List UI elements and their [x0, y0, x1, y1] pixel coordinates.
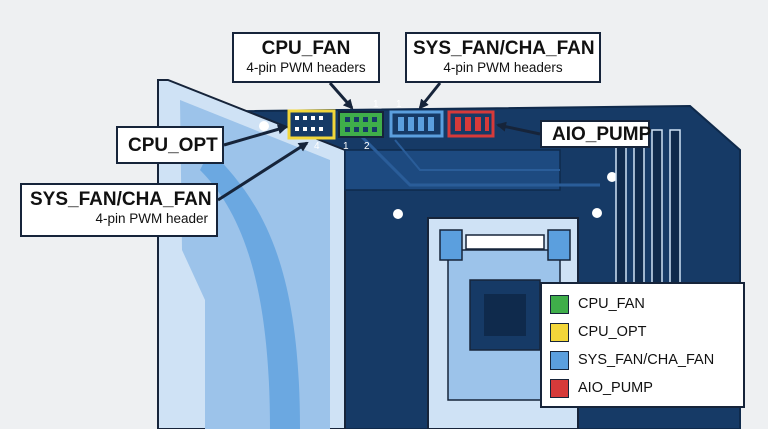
callout-sys-fan-left: SYS_FAN/CHA_FAN 4-pin PWM header [20, 183, 218, 237]
legend-label-cpu-opt: CPU_OPT [578, 324, 647, 340]
callout-cpu-fan: CPU_FAN 4-pin PWM headers [232, 32, 380, 83]
leader-arrows [217, 82, 541, 202]
legend-label-sys-fan: SYS_FAN/CHA_FAN [578, 352, 715, 368]
aio-pump-header [447, 110, 495, 138]
board-trace-2 [394, 139, 560, 171]
legend-item-sys-fan: SYS_FAN/CHA_FAN [550, 346, 735, 374]
pin-label-2-cpu-fan: 2 [364, 141, 370, 152]
callout-cpu-fan-title: CPU_FAN [261, 38, 351, 59]
callout-sys-fan-left-subtitle: 4-pin PWM header [95, 211, 208, 226]
arrow-cpu-fan [328, 82, 354, 110]
callout-cpu-opt: CPU_OPT [116, 126, 224, 164]
sys-fan-header [389, 110, 444, 138]
callout-aio-pump-title: AIO_PUMP [552, 124, 652, 145]
arrow-cpu-opt [223, 124, 288, 147]
legend-swatch-sys-fan [550, 350, 569, 370]
callout-sys-fan-top-subtitle: 4-pin PWM headers [443, 60, 563, 75]
legend: CPU_FAN CPU_OPT SYS_FAN/CHA_FAN AIO_PUMP [540, 282, 745, 408]
mount-hole-1 [259, 121, 269, 131]
pin-label-1-sys-fan-b: 1 [396, 99, 402, 110]
arrow-sys-fan-top [418, 82, 442, 110]
legend-swatch-cpu-opt [550, 322, 569, 342]
callout-sys-fan-left-title: SYS_FAN/CHA_FAN [30, 189, 212, 210]
cpu-fan-header [338, 111, 384, 138]
arrow-sys-fan-left [217, 141, 309, 202]
board-trace-1 [358, 133, 600, 187]
legend-swatch-aio-pump [550, 378, 569, 398]
mount-hole-4 [607, 172, 617, 182]
legend-label-cpu-fan: CPU_FAN [578, 296, 645, 312]
callout-cpu-fan-subtitle: 4-pin PWM headers [246, 60, 366, 75]
legend-swatch-cpu-fan [550, 294, 569, 314]
cpu-socket [427, 217, 579, 429]
arrow-aio-pump [496, 121, 541, 136]
legend-label-aio-pump: AIO_PUMP [578, 380, 653, 396]
mount-hole-3 [592, 208, 602, 218]
callout-aio-pump: AIO_PUMP [540, 120, 652, 148]
mount-hole-2 [393, 209, 403, 219]
cpu-opt-header [287, 109, 336, 140]
legend-item-cpu-fan: CPU_FAN [550, 290, 735, 318]
pin-label-4: 4 [314, 141, 320, 152]
callout-cpu-opt-title: CPU_OPT [128, 135, 218, 156]
legend-item-cpu-opt: CPU_OPT [550, 318, 735, 346]
pin-label-1-cpu-fan: 1 [343, 141, 349, 152]
pin-label-1-sys-fan-a: 1 [373, 99, 379, 110]
legend-item-aio-pump: AIO_PUMP [550, 374, 735, 402]
callout-sys-fan-top: SYS_FAN/CHA_FAN 4-pin PWM headers [405, 32, 601, 83]
panel-stripe [200, 150, 300, 429]
callout-sys-fan-top-title: SYS_FAN/CHA_FAN [413, 38, 595, 59]
